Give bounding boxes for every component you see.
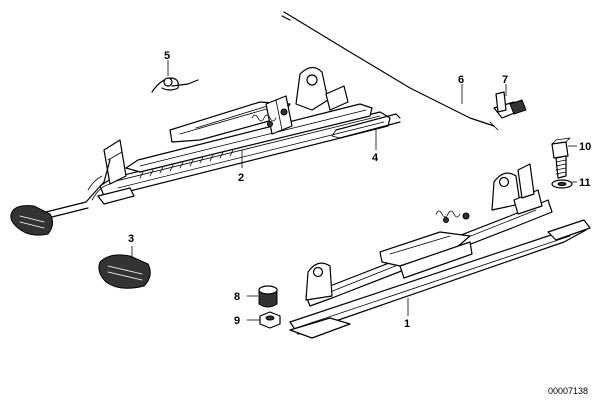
part-label-8: 8 (234, 291, 240, 303)
part-label-1: 1 (404, 318, 410, 330)
part-label-4: 4 (372, 152, 379, 164)
part-label-7: 7 (502, 74, 508, 86)
bolt (551, 137, 571, 179)
nut (259, 311, 281, 329)
part-label-9: 9 (234, 315, 240, 327)
washer (551, 179, 573, 189)
part-label-11: 11 (579, 177, 591, 189)
leader-lines (131, 60, 577, 321)
spring-clip (151, 77, 199, 93)
part-labels: 5 2 4 6 7 10 11 3 8 9 1 (128, 50, 591, 330)
part-label-2: 2 (238, 172, 244, 184)
diagram-reference-code: 00007138 (548, 386, 588, 396)
part-label-6: 6 (458, 74, 464, 86)
part-label-3: 3 (128, 233, 134, 245)
part-label-5: 5 (164, 50, 170, 62)
part-label-10: 10 (579, 141, 591, 153)
wire-rod (331, 113, 401, 139)
rubber-buffer (258, 285, 278, 308)
cable-clamp (493, 91, 527, 119)
upper-seat-rail-assembly (37, 66, 391, 221)
handle-knob (98, 254, 151, 289)
release-lever-knob (10, 205, 54, 236)
lower-seat-rail-assembly (289, 163, 591, 339)
bowden-cable (281, 11, 499, 131)
